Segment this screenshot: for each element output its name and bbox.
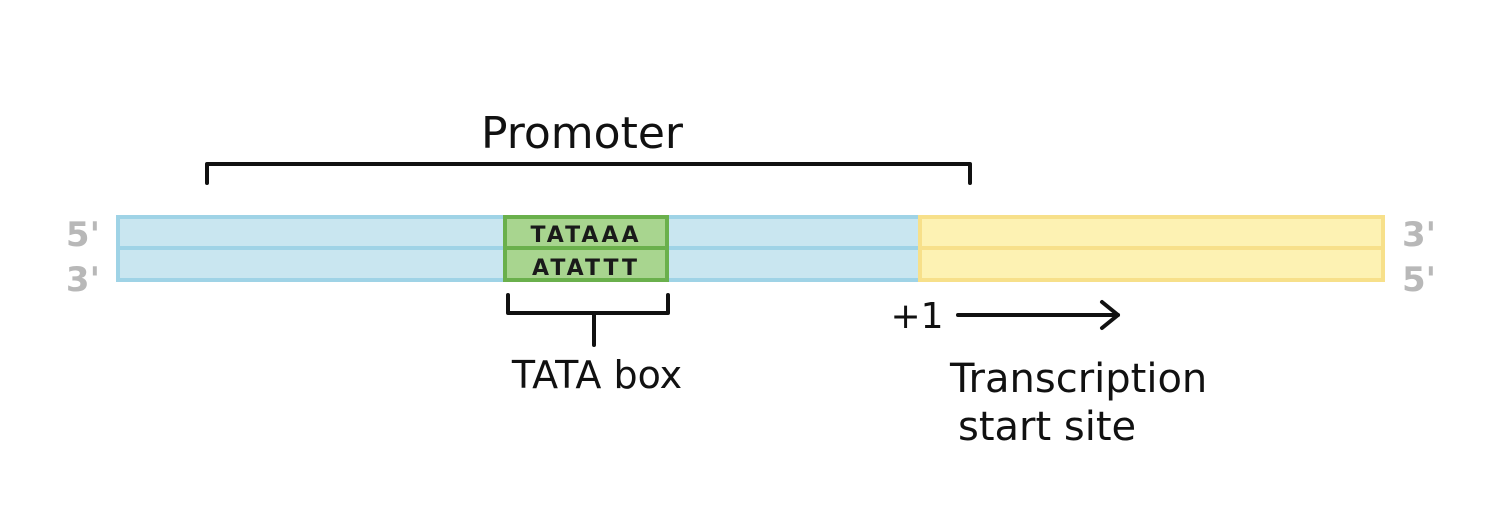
end-label-top-left: 5' [66,215,100,255]
plus-one-label: +1 [890,296,943,337]
gene-region-top-strand [918,215,1385,250]
tss-label-line2: start site [958,404,1136,450]
tss-label-line1: Transcription [949,356,1207,402]
gene-region-bottom-strand [918,246,1385,282]
dna-double-strand: TATAAA ATATTT [116,215,1385,282]
tata-box-bracket [506,293,670,347]
transcription-direction-arrow-icon [956,300,1120,330]
tata-box-bottom-strand [503,246,669,282]
tata-box-label: TATA box [511,353,682,397]
end-label-bottom-left: 3' [66,260,100,300]
tata-sequence-top: TATAAA [531,223,642,248]
tata-sequence-bottom: ATATTT [532,256,640,281]
end-label-top-right: 3' [1402,215,1436,255]
promoter-bracket [205,162,972,185]
end-label-bottom-right: 5' [1402,260,1436,300]
promoter-label: Promoter [481,108,684,159]
